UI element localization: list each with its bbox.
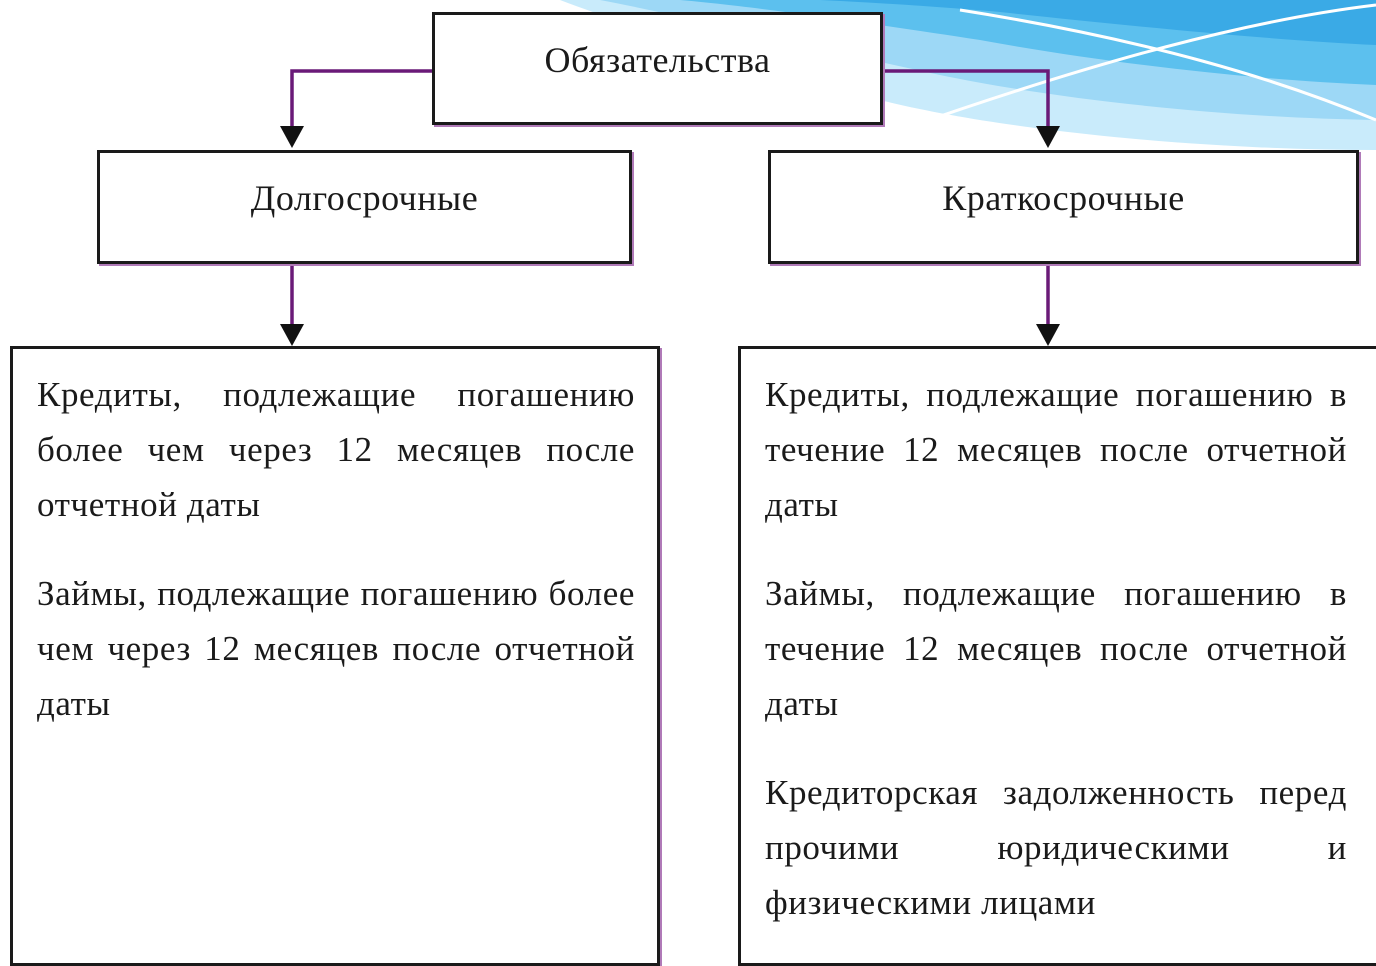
branch-node-short-term: Краткосрочные (768, 150, 1359, 264)
diagram-connectors (280, 69, 1060, 346)
detail-box-long-term: Кредиты, подлежащие погашению более чем … (10, 346, 660, 966)
connector-root-right (880, 69, 1050, 128)
arrowhead-right-lower (1036, 324, 1060, 346)
branch-label-long-term: Долгосрочные (250, 178, 479, 218)
detail-item: Кредиты, подлежащие погашению в течение … (765, 375, 1347, 524)
detail-item: Кредиты, подлежащие погашению более чем … (37, 375, 635, 524)
connector-root-left (290, 69, 434, 128)
root-label: Обязательства (544, 39, 771, 80)
arrowhead-left-lower (280, 324, 304, 346)
arrowhead-right-upper (1036, 126, 1060, 148)
arrowhead-left-upper (280, 126, 304, 148)
branch-label-short-term: Краткосрочные (942, 178, 1185, 218)
root-node: Обязательства (432, 12, 883, 125)
detail-box-short-term: Кредиты, подлежащие погашению в течение … (738, 346, 1376, 966)
detail-item: Займы, подлежащие погашению в течение 12… (765, 574, 1347, 723)
branch-node-long-term: Долгосрочные (97, 150, 632, 264)
detail-item: Займы, подлежащие погашению более чем че… (37, 574, 635, 723)
detail-item: Кредиторская задолженность перед прочими… (765, 773, 1347, 922)
